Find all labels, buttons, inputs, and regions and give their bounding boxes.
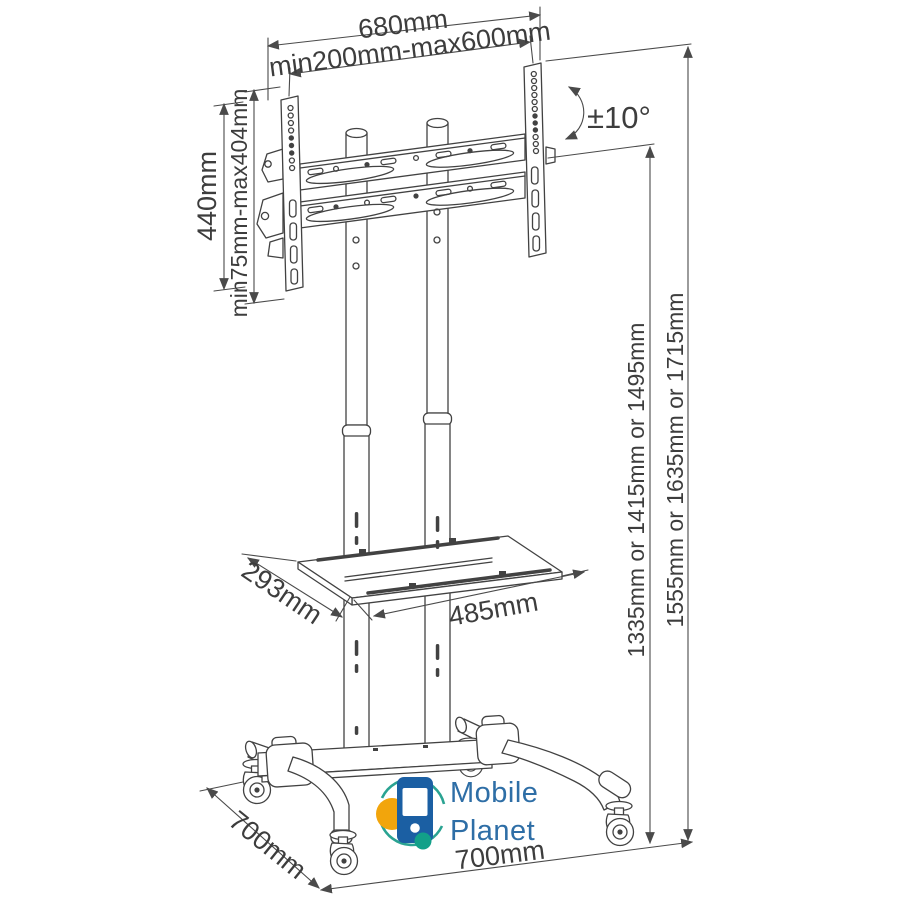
- dim-tilt-angle: ±10°: [564, 86, 651, 140]
- dim-bracket-height-label: 440mm: [192, 151, 222, 241]
- dim-bracket-height: 440mm: [192, 101, 246, 292]
- orbit-icon: [379, 822, 444, 847]
- dim-height-options-column-label: 1335mm or 1415mm or 1495mm: [623, 323, 649, 658]
- phone-home-button: [410, 823, 420, 833]
- mobile-planet-logo: Mobile Planet: [376, 777, 538, 850]
- dim-shelf-width-label: 485mm: [447, 587, 541, 632]
- right-vesa-bracket: [523, 62, 556, 258]
- dim-mount-height-range: min75mm-max404mm: [226, 86, 285, 318]
- pole-plate-bolts: [352, 208, 441, 270]
- caster-front-right: [605, 800, 635, 847]
- dim-mount-height-range-label: min75mm-max404mm: [226, 89, 252, 318]
- rolling-base: [242, 714, 635, 876]
- caster-front-left: [329, 829, 359, 876]
- dim-tilt-angle-label: ±10°: [587, 100, 651, 135]
- pole-adjustment-slots: [354, 512, 440, 735]
- dim-base-depth-label: 700mm: [223, 805, 312, 885]
- left-vesa-bracket: [256, 95, 304, 292]
- phone-screen: [402, 788, 428, 816]
- dim-height-options-column: 1335mm or 1415mm or 1495mm: [547, 143, 655, 845]
- mount-rails: [299, 133, 526, 229]
- dim-height-options-total-label: 1555mm or 1635mm or 1715mm: [662, 293, 688, 628]
- logo-text-line2: Planet: [450, 815, 535, 847]
- dim-height-options-total: 1555mm or 1635mm or 1715mm: [545, 43, 693, 842]
- teal-dot-icon: [414, 832, 432, 850]
- logo-text-line1: Mobile: [450, 777, 538, 809]
